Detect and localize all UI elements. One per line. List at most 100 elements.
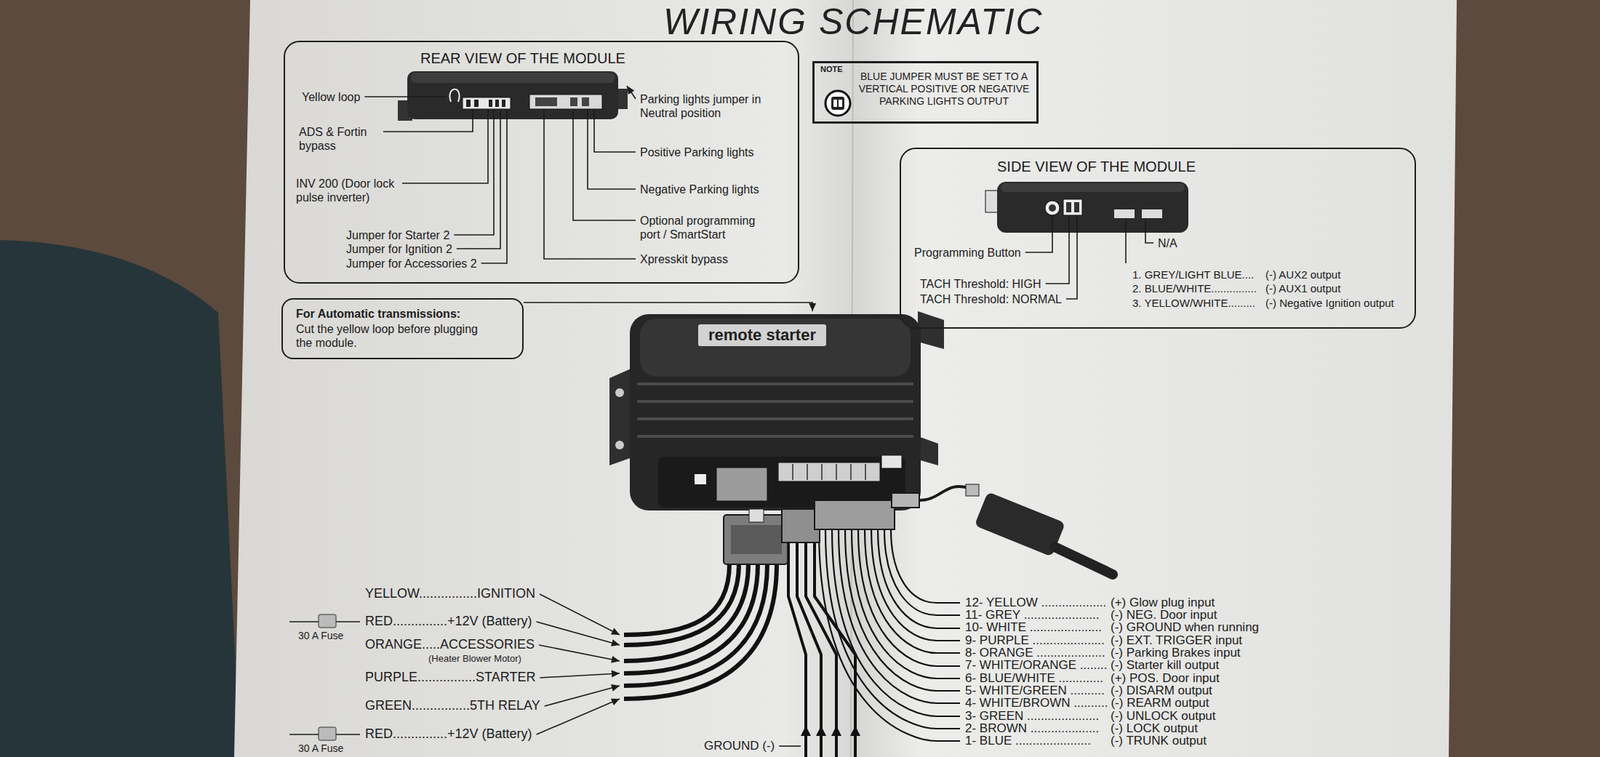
callout-label: Optional programming port / SmartStart — [640, 213, 768, 242]
wire — [818, 529, 960, 742]
module-label: remote starter — [698, 324, 827, 347]
callout-label: Jumper for Accessories 2 — [346, 256, 478, 271]
wire — [838, 529, 960, 704]
tach-sensor — [965, 484, 979, 496]
callout-label: TACH Threshold: HIGH — [920, 277, 1042, 291]
harness-connector — [891, 493, 920, 508]
leader-line — [1066, 216, 1078, 299]
wire — [624, 563, 777, 699]
module-rear-view — [397, 71, 628, 121]
callout-label: (-) Negative Ignition output — [1265, 296, 1395, 310]
wire-label: 1- BLUE ...................... — [965, 733, 1091, 749]
callout-label: (-) AUX2 output — [1265, 268, 1341, 282]
leader-line — [539, 670, 620, 678]
node-heading: REAR VIEW OF THE MODULE — [420, 49, 626, 67]
node-heading: SIDE VIEW OF THE MODULE — [997, 157, 1196, 176]
module-rear-view — [529, 94, 603, 110]
leader-line — [594, 109, 636, 152]
remote-starter-module — [716, 467, 768, 502]
remote-starter-module — [615, 440, 624, 450]
wire — [818, 529, 960, 742]
wire-label: 30 A Fuse — [298, 742, 344, 755]
wire — [877, 529, 960, 629]
callout-label: Yellow loop — [301, 90, 360, 104]
remote-starter-module — [637, 434, 914, 438]
node-heading: NOTE — [820, 64, 843, 75]
leader-line — [544, 109, 636, 259]
tach-sensor — [919, 484, 1113, 575]
wire-label: RED...............+12V (Battery) — [365, 613, 533, 630]
leader-line — [402, 109, 488, 184]
leader-line — [453, 109, 494, 235]
jumper-icon — [833, 99, 838, 107]
module-rear-view — [581, 97, 590, 107]
remote-starter-module — [615, 388, 624, 398]
leader-line — [1025, 216, 1053, 253]
remote-starter-module — [881, 455, 902, 469]
connector-line — [523, 302, 813, 312]
leader-line — [402, 109, 488, 184]
fuse-symbol — [318, 727, 336, 741]
wire — [871, 529, 960, 641]
leader-line — [626, 85, 636, 99]
jumper-icon — [838, 99, 843, 107]
wire — [797, 542, 822, 757]
leader-line — [536, 621, 620, 646]
leader-line — [538, 645, 620, 664]
wire — [624, 563, 768, 686]
harness-connector — [814, 500, 895, 530]
wire-label: 30 A Fuse — [298, 629, 344, 643]
remote-starter-module — [850, 464, 852, 480]
callout-label: 2. BLUE/WHITE............... — [1132, 282, 1257, 296]
module-rear-view — [449, 89, 459, 102]
harness-connector — [723, 493, 920, 565]
remote-starter-module — [778, 462, 880, 482]
leader-line — [1045, 216, 1070, 284]
leader-line — [587, 109, 636, 190]
leader-line — [383, 109, 473, 132]
jumper-icon — [831, 96, 845, 110]
callout-label: Programming Button — [914, 245, 1022, 260]
arrowhead — [808, 303, 816, 312]
callout-label: 3. YELLOW/WHITE......... — [1132, 296, 1256, 310]
arrowhead — [610, 684, 620, 692]
arrowhead — [800, 725, 861, 736]
photo-background — [0, 240, 240, 757]
arrowhead — [831, 725, 842, 736]
leader-line — [1045, 216, 1070, 284]
callout-label: Xpresskit bypass — [640, 252, 728, 267]
wire-label: PURPLE................STARTER — [365, 669, 536, 686]
wire — [624, 563, 777, 699]
wire — [851, 529, 960, 679]
arrowhead — [816, 725, 827, 736]
arrowhead — [800, 725, 811, 736]
arrowhead — [610, 656, 620, 664]
remote-starter-module — [640, 318, 911, 377]
leader-line — [364, 96, 447, 98]
leader-line — [538, 645, 620, 662]
leader-line — [544, 109, 636, 259]
remote-starter-module — [806, 464, 808, 480]
leader-line — [594, 109, 636, 152]
leader-line — [481, 109, 507, 264]
module-rear-view — [535, 97, 558, 107]
wire-label: GREEN................5TH RELAY — [365, 698, 541, 715]
leader-line — [1145, 218, 1154, 243]
module-rear-view — [462, 97, 511, 110]
wire-label: (-) TRUNK output — [1110, 733, 1207, 749]
harness-connector — [730, 525, 782, 555]
arrowhead — [610, 639, 620, 647]
tach-sensor — [919, 486, 971, 501]
module-rear-view — [410, 72, 615, 83]
instruction-box: For Automatic transmissions:Cut the yell… — [281, 298, 524, 360]
node-text: BLUE JUMPER MUST BE SET TO A VERTICAL PO… — [855, 70, 1033, 107]
leader-line — [383, 109, 473, 132]
node-text: Cut the yellow loop before plugging the … — [296, 322, 493, 350]
wire-label: YELLOW................IGNITION — [365, 586, 536, 603]
remote-starter-module — [835, 464, 838, 480]
callout-label: Jumper for Starter 2 — [346, 228, 450, 243]
diagram-title: WIRING SCHEMATIC — [663, 0, 1044, 44]
remote-starter-module — [792, 464, 794, 480]
